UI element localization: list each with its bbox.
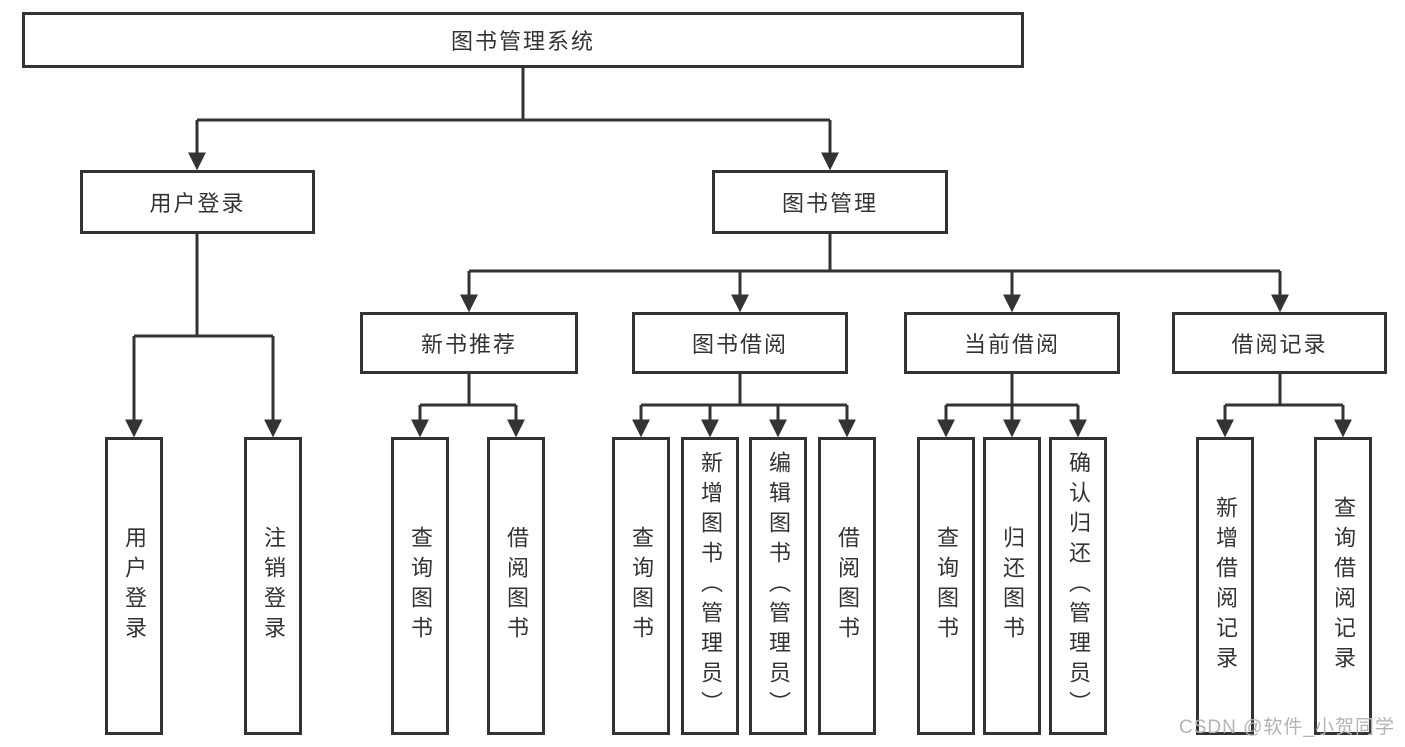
leaf-records-add-borrow-record: 新增借阅记录 — [1196, 437, 1254, 735]
node-new-book-recommend: 新书推荐 — [360, 312, 578, 374]
connector-book-borrow-children — [632, 374, 856, 438]
connector-root-to-level2 — [188, 68, 839, 171]
leaf-borrow-query-book: 查询图书 — [612, 437, 670, 735]
connector-book-management-children — [460, 234, 1289, 313]
leaf-current-query-book: 查询图书 — [917, 437, 975, 735]
connector-current-borrow-children — [937, 374, 1087, 438]
node-root: 图书管理系统 — [22, 12, 1024, 68]
leaf-current-return-book: 归还图书 — [983, 437, 1041, 735]
connector-borrow-records-children — [1216, 374, 1352, 438]
leaf-recommend-borrow-book: 借阅图书 — [487, 437, 545, 735]
leaf-user-login: 用户登录 — [105, 437, 163, 735]
node-user-login: 用户登录 — [80, 170, 315, 234]
connector-new-book-recommend-children — [411, 374, 525, 438]
leaf-recommend-query-book: 查询图书 — [391, 437, 449, 735]
leaf-borrow-borrow-book: 借阅图书 — [818, 437, 876, 735]
node-book-management: 图书管理 — [712, 170, 948, 234]
leaf-borrow-add-book-admin: 新增图书（管理员） — [681, 437, 739, 735]
node-book-borrow: 图书借阅 — [632, 312, 848, 374]
node-borrow-records: 借阅记录 — [1172, 312, 1387, 374]
leaf-records-query-borrow-record: 查询借阅记录 — [1314, 437, 1372, 735]
leaf-logout-login: 注销登录 — [244, 437, 302, 735]
leaf-current-confirm-return-admin: 确认归还（管理员） — [1049, 437, 1107, 735]
leaf-borrow-edit-book-admin: 编辑图书（管理员） — [749, 437, 807, 735]
node-current-borrow: 当前借阅 — [904, 312, 1120, 374]
connector-user-login-children — [125, 234, 282, 438]
watermark: CSDN @软件_小贺同学 — [1179, 717, 1395, 738]
